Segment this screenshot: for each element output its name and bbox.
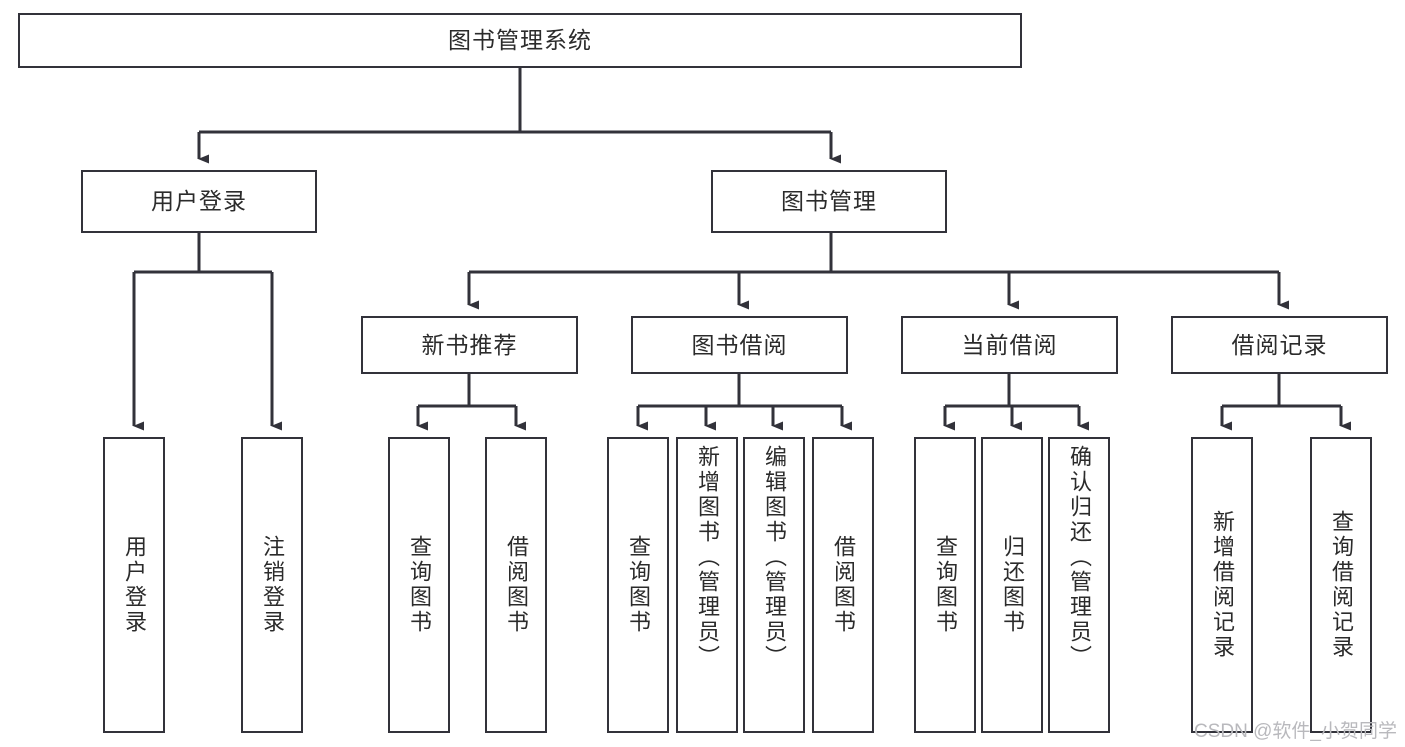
node-label: 归还图书 xyxy=(999,535,1025,635)
node-label: 查询图书 xyxy=(625,535,651,635)
node-label: 查询图书 xyxy=(406,535,432,635)
node-label: 当前借阅 xyxy=(961,331,1058,358)
node-borrow-record[interactable]: 借阅记录 xyxy=(1171,316,1388,374)
node-leaf-add-borrow-record[interactable]: 新增借阅记录 xyxy=(1191,437,1253,733)
node-leaf-add-book-admin[interactable]: 新增图书（管理员） xyxy=(676,437,738,733)
node-leaf-borrow-book-recommend[interactable]: 借阅图书 xyxy=(485,437,547,733)
node-book-manage[interactable]: 图书管理 xyxy=(711,170,947,233)
node-label: 确认归还（管理员） xyxy=(1066,445,1092,670)
node-leaf-query-borrow-record[interactable]: 查询借阅记录 xyxy=(1310,437,1372,733)
node-label: 借阅记录 xyxy=(1231,331,1328,358)
node-label: 用户登录 xyxy=(151,188,247,215)
node-label: 查询借阅记录 xyxy=(1328,510,1354,660)
node-label: 新增借阅记录 xyxy=(1209,510,1235,660)
node-leaf-confirm-return-admin[interactable]: 确认归还（管理员） xyxy=(1048,437,1110,733)
node-leaf-query-book-borrow[interactable]: 查询图书 xyxy=(607,437,669,733)
node-root-system[interactable]: 图书管理系统 xyxy=(18,13,1022,68)
node-user-login[interactable]: 用户登录 xyxy=(81,170,317,233)
node-label: 图书管理 xyxy=(781,188,877,215)
node-leaf-borrow-book[interactable]: 借阅图书 xyxy=(812,437,874,733)
node-label: 查询图书 xyxy=(932,535,958,635)
node-new-book-recommend[interactable]: 新书推荐 xyxy=(361,316,578,374)
node-label: 编辑图书（管理员） xyxy=(761,445,787,670)
node-label: 图书管理系统 xyxy=(448,27,592,54)
node-label: 新增图书（管理员） xyxy=(694,445,720,670)
node-leaf-query-book-recommend[interactable]: 查询图书 xyxy=(388,437,450,733)
node-leaf-user-login[interactable]: 用户登录 xyxy=(103,437,165,733)
watermark-text: CSDN @软件_小贺同学 xyxy=(1194,721,1397,742)
node-label: 图书借阅 xyxy=(691,331,788,358)
node-current-borrow[interactable]: 当前借阅 xyxy=(901,316,1118,374)
node-leaf-edit-book-admin[interactable]: 编辑图书（管理员） xyxy=(743,437,805,733)
node-leaf-query-book-current[interactable]: 查询图书 xyxy=(914,437,976,733)
node-label: 新书推荐 xyxy=(421,331,518,358)
node-label: 用户登录 xyxy=(121,535,147,635)
node-label: 注销登录 xyxy=(259,535,285,635)
node-label: 借阅图书 xyxy=(503,535,529,635)
node-label: 借阅图书 xyxy=(830,535,856,635)
node-leaf-logout[interactable]: 注销登录 xyxy=(241,437,303,733)
node-book-borrow[interactable]: 图书借阅 xyxy=(631,316,848,374)
node-leaf-return-book[interactable]: 归还图书 xyxy=(981,437,1043,733)
